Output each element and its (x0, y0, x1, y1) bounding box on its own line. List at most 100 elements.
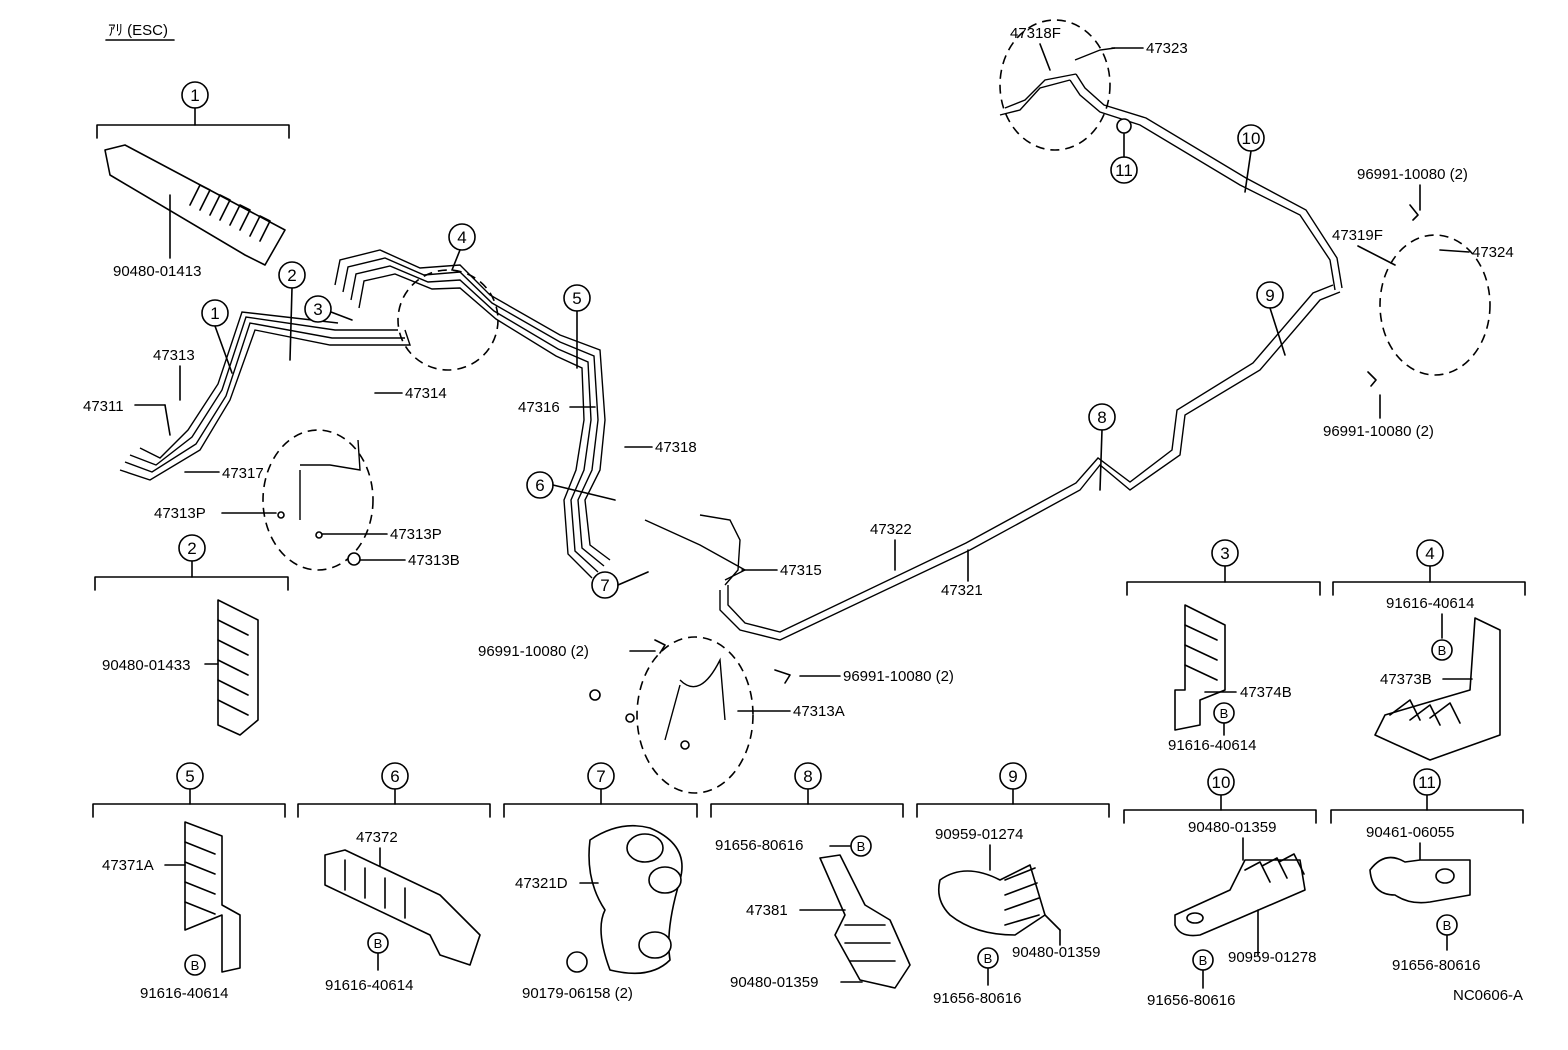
label-47313B: 47313B (408, 552, 460, 569)
label-96991-a: 96991-10080 (2) (478, 643, 589, 660)
svg-text:7: 7 (600, 576, 609, 595)
clip-6-clamp: 47372 (356, 829, 398, 846)
callout-5-lower: 5 (185, 767, 194, 786)
clip-7-group: 7 47321D 90179-06158 (2) (503, 762, 698, 1002)
callout-8-main: 8 (1088, 403, 1116, 491)
clip-3-group: 3 47374B B 91616-40614 (1126, 539, 1321, 754)
clip-3-bolt-part: 91616-40614 (1168, 737, 1256, 754)
svg-text:4: 4 (457, 228, 466, 247)
clip-10-drawing (1174, 859, 1306, 937)
clip-6-drawing (324, 849, 481, 966)
label-96991-d: 96991-10080 (2) (1323, 423, 1434, 440)
clip-11-bolt-part: 91656-80616 (1392, 957, 1480, 974)
label-47323: 47323 (1146, 40, 1188, 57)
svg-text:8: 8 (1097, 408, 1106, 427)
clip-4-bolt: B (1438, 643, 1447, 658)
svg-text:1: 1 (210, 304, 219, 323)
clip-2-group: 2 90480-01433 (94, 534, 289, 736)
clip-3-drawing (1174, 604, 1226, 731)
label-47313P-b: 47313P (390, 526, 442, 543)
clip-7-plug: 90179-06158 (2) (522, 985, 633, 1002)
clip-1-group: 1 90480-01413 (96, 81, 290, 280)
label-47313A: 47313A (793, 703, 845, 720)
clip-9-clip: 90480-01359 (1012, 944, 1100, 961)
clip-11-bolt: B (1443, 918, 1452, 933)
callout-5-main: 5 (563, 284, 591, 369)
clip-1-part: 90480-01413 (113, 263, 201, 280)
callout-3-main: 3 (304, 295, 353, 323)
label-47318F: 47318F (1010, 25, 1061, 42)
clip-8-drawing (819, 854, 911, 989)
label-47324: 47324 (1472, 244, 1514, 261)
clip-5-group: 5 47371A B 91616-40614 (92, 762, 286, 1002)
clip-4-bolt-part: 91616-40614 (1386, 595, 1474, 612)
label-47318: 47318 (655, 439, 697, 456)
callout-7-lower: 7 (596, 767, 605, 786)
rear-disc-mid (636, 636, 754, 794)
label-47313: 47313 (153, 347, 195, 364)
label-47315: 47315 (780, 562, 822, 579)
svg-text:11: 11 (1115, 161, 1133, 180)
clip-8-bolt-part: 91656-80616 (715, 837, 803, 854)
svg-text:9: 9 (1265, 286, 1274, 305)
clip-1-drawing (104, 144, 286, 266)
callout-11-main: 11 (1110, 133, 1138, 184)
clip-11-drawing (1369, 856, 1471, 904)
callout-10-lower: 10 (1212, 773, 1231, 792)
diagram-code: NC0606-A (1453, 987, 1523, 1004)
clip-9-drawing (937, 864, 1046, 936)
label-47311: 47311 (83, 398, 124, 415)
svg-text:6: 6 (535, 476, 544, 495)
clip-10-bolt-part: 91656-80616 (1147, 992, 1235, 1009)
callout-4-lower: 4 (1425, 544, 1434, 563)
callout-2-main: 2 (278, 261, 306, 361)
callout-7-main: 7 (591, 571, 649, 599)
callout-2-lower: 2 (187, 539, 196, 558)
clip-6-bolt: B (374, 936, 383, 951)
clip-11-clamp: 90461-06055 (1366, 824, 1454, 841)
clip-9-bolt: B (984, 951, 993, 966)
clip-10-group: 10 90480-01359 90959-01278 B 91656-80616 (1123, 768, 1317, 1009)
clip-8-bolt: B (857, 839, 866, 854)
rear-right-disc (1379, 234, 1491, 376)
label-96991-c: 96991-10080 (2) (1357, 166, 1468, 183)
callout-1-main: 1 (201, 299, 233, 374)
callout-8-lower: 8 (803, 767, 812, 786)
svg-text:10: 10 (1242, 129, 1261, 148)
label-47319F: 47319F (1332, 227, 1383, 244)
clip-5-bolt-part: 91616-40614 (140, 985, 228, 1002)
clip-9-group: 9 90959-01274 90480-01359 B 91656-80616 (916, 762, 1110, 1007)
callout-10-main: 10 (1237, 124, 1265, 193)
callout-11-lower: 11 (1418, 773, 1436, 792)
clip-2-drawing (217, 599, 259, 736)
clip-3-bolt: B (1220, 706, 1229, 721)
clip-4-group: 4 91616-40614 B 47373B (1332, 539, 1526, 761)
clip-2-part: 90480-01433 (102, 657, 190, 674)
svg-text:2: 2 (287, 266, 296, 285)
clip-9-clamp: 90959-01274 (935, 826, 1023, 843)
clip-10-bolt: B (1199, 953, 1208, 968)
brake-pipes (119, 47, 1343, 641)
callout-3-lower: 3 (1220, 544, 1229, 563)
clip-4-clamp: 47373B (1380, 671, 1432, 688)
front-left-booster (397, 269, 499, 371)
clip-10-clip: 90480-01359 (1188, 819, 1276, 836)
clip-9-bolt-part: 91656-80616 (933, 990, 1021, 1007)
label-96991-b: 96991-10080 (2) (843, 668, 954, 685)
callout-4-main: 4 (448, 223, 476, 271)
callout-9-lower: 9 (1008, 767, 1017, 786)
clip-6-group: 6 47372 B 91616-40614 (297, 762, 491, 994)
label-47317: 47317 (222, 465, 264, 482)
callout-6-main: 6 (526, 471, 616, 501)
clip-8-clamp: 47381 (746, 902, 788, 919)
clip-8-clip: 90480-01359 (730, 974, 818, 991)
label-47322: 47322 (870, 521, 912, 538)
clip-5-clamp: 47371A (102, 857, 154, 874)
callout-1-top: 1 (190, 86, 199, 105)
front-left-disc (262, 429, 374, 571)
svg-text:5: 5 (572, 289, 581, 308)
clip-4-drawing (1374, 617, 1501, 761)
svg-text:3: 3 (313, 300, 322, 319)
part-labels: 47313 47311 47314 47317 47313P 47313P 47… (83, 25, 1514, 720)
